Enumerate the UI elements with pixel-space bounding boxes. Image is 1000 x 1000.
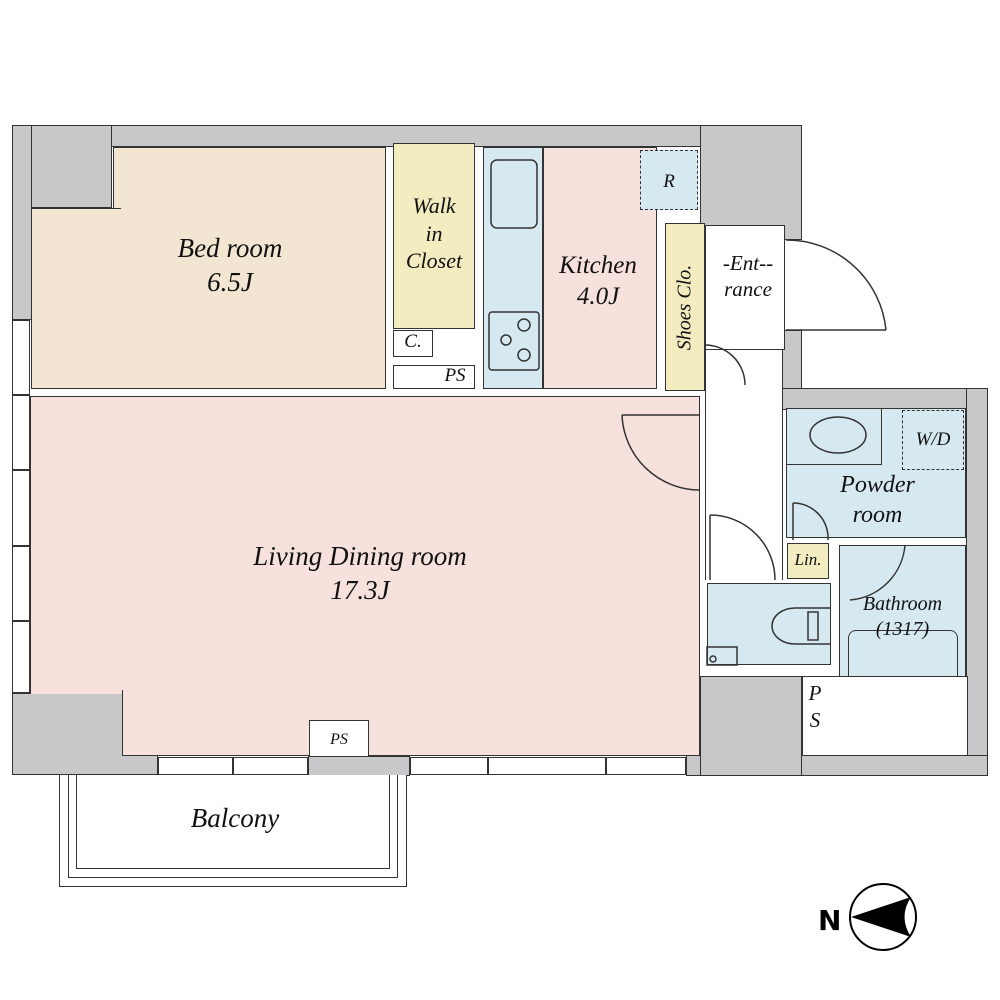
washbasin-counter [786, 408, 882, 465]
entrance-area[interactable] [705, 225, 785, 350]
window-left-4 [12, 546, 30, 621]
powder-room-label: Powder room [840, 472, 915, 528]
fridge-space [640, 150, 698, 210]
window-bottom-1 [158, 757, 233, 775]
kitchen-counter [483, 147, 543, 389]
washer-dryer-label: W/D [915, 429, 951, 450]
window-bottom-3 [410, 757, 488, 775]
washbasin-icon [809, 416, 867, 454]
window-left-1 [12, 320, 30, 395]
closet-small-label: C. [404, 331, 422, 352]
bathroom-name: Bathroom [862, 593, 943, 615]
ps-bottom [309, 720, 369, 757]
window-bottom-4 [488, 757, 606, 775]
bathroom[interactable] [839, 545, 966, 700]
balcony-inner [68, 775, 398, 878]
wall-block-bottom-right [700, 676, 802, 776]
fridge-label: R [663, 171, 675, 192]
walk-in-closet[interactable] [393, 143, 475, 329]
kitchen-size: 4.0J [576, 283, 620, 311]
window-bottom-5 [606, 757, 686, 775]
kitchen-name: Kitchen [559, 252, 637, 279]
bedroom-area[interactable] [113, 147, 386, 389]
shoes-closet[interactable] [665, 223, 705, 391]
bedroom-label: Bed room 6.5J [160, 232, 300, 300]
walk-in-closet-label: Walk in Closet [405, 193, 463, 273]
toilet-room[interactable] [707, 583, 831, 665]
balcony-label: Balcony [190, 803, 280, 833]
compass-letter: N [818, 904, 841, 937]
stove-icon [488, 311, 540, 371]
window-left-5 [12, 621, 30, 693]
toilet-door-swing-icon [709, 514, 776, 581]
window-left-3 [12, 470, 30, 546]
front-door-swing-icon [785, 239, 887, 331]
bathroom-size: (1317) [875, 618, 930, 640]
balcony-inner-2 [76, 775, 390, 869]
bedroom-area-lower [31, 208, 121, 389]
living-dining-room-lower [122, 690, 700, 756]
window-bottom-2 [233, 757, 308, 775]
ps-bottom-label: PS [330, 731, 348, 748]
ps-top [393, 365, 475, 389]
ps-right-label: P S [808, 681, 822, 733]
bedroom-name: Bed room [177, 233, 283, 263]
hallway[interactable] [705, 350, 783, 580]
living-dining-room[interactable] [30, 396, 700, 694]
closet-small[interactable] [393, 330, 433, 357]
ps-top-label: PS [444, 365, 466, 386]
kitchen-label: Kitchen 4.0J [543, 250, 653, 313]
bathroom-label: Bathroom (1317) [839, 592, 966, 642]
washer-dryer-space [902, 410, 964, 470]
entrance-label: -Ent-- rance [722, 251, 774, 302]
window-left-2 [12, 395, 30, 470]
kitchen-area[interactable] [543, 147, 657, 389]
powder-room[interactable] [786, 408, 966, 538]
living-door-swing-icon [621, 414, 701, 491]
living-name: Living Dining room [253, 541, 467, 571]
north-compass-icon: N [818, 883, 917, 951]
outer-wall-top-right-block [700, 125, 802, 240]
linen-label: Lin. [794, 550, 822, 569]
kitchen-sink-icon [490, 159, 538, 229]
ps-right [802, 676, 968, 756]
living-label: Living Dining room 17.3J [200, 540, 520, 608]
toilet-icon [771, 607, 830, 645]
linen-closet[interactable] [787, 543, 829, 579]
bedroom-size: 6.5J [207, 266, 253, 297]
living-size: 17.3J [330, 574, 390, 605]
